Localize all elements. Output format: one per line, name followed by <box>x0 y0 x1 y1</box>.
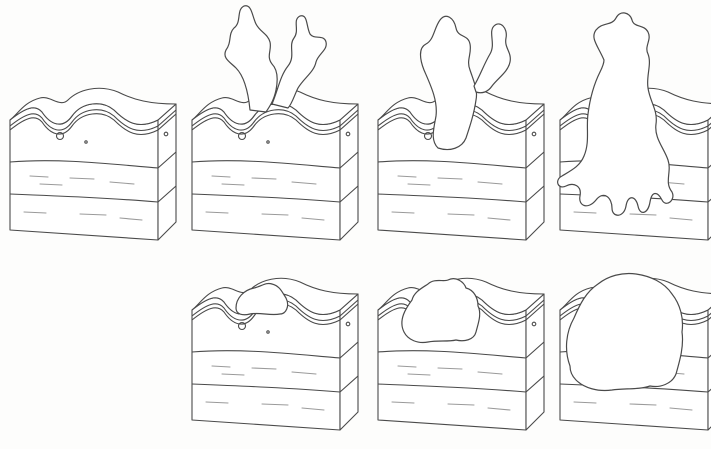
stage-nodule-medium <box>378 278 544 430</box>
stage-nodule-small <box>192 278 358 430</box>
branching-tumor-shape <box>225 6 326 112</box>
stage-branching-deep <box>558 13 711 240</box>
nodular-tumor-shape <box>236 283 288 314</box>
stage-nodule-large <box>560 273 711 430</box>
stage-branching-mid <box>378 16 544 240</box>
stage-branching-early <box>192 6 358 240</box>
stage-skin-normal <box>10 88 176 240</box>
